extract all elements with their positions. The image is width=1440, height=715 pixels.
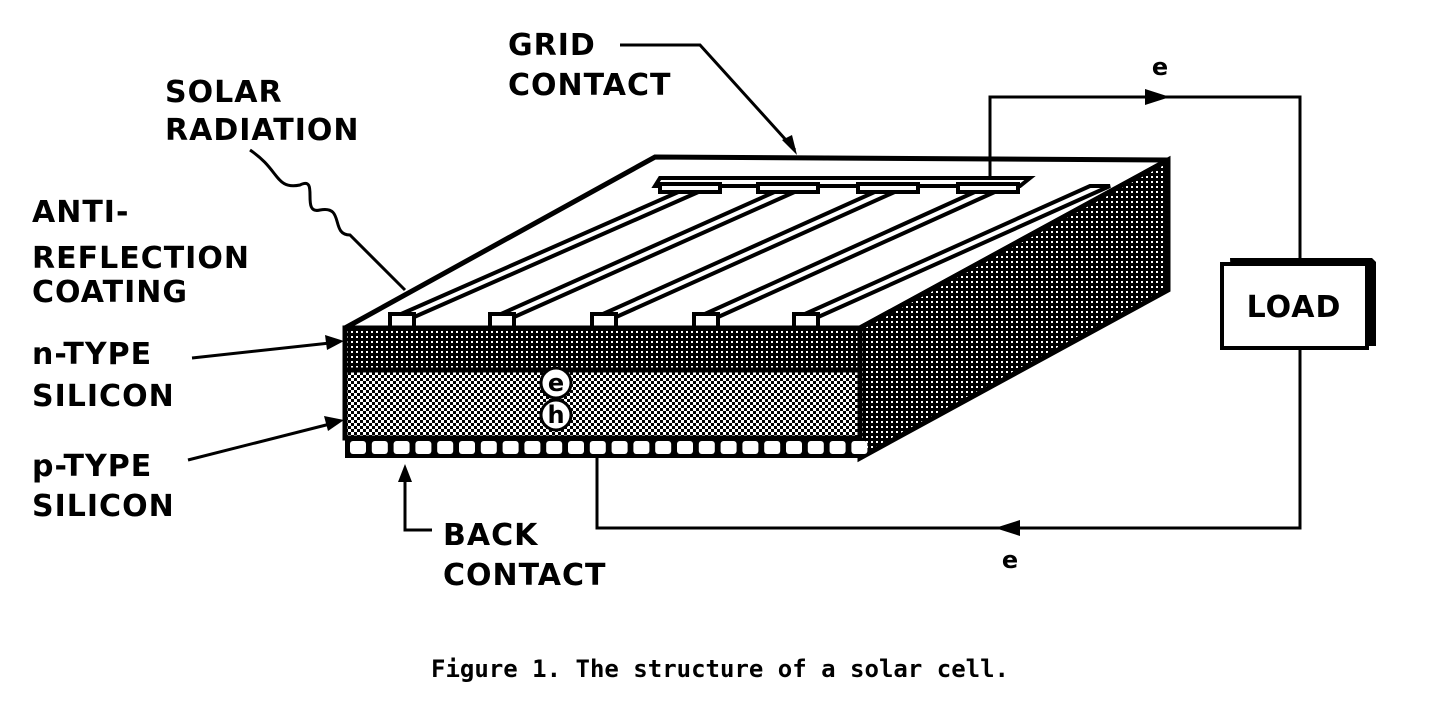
arrow-right-icon (1145, 89, 1170, 105)
anti-label-line2: REFLECTION (32, 241, 250, 276)
back-contact-cell (807, 441, 824, 454)
anti-label-line1: ANTI- (32, 195, 129, 230)
grid-contact-pointer (620, 43, 797, 152)
back-contact-cell (568, 441, 584, 454)
back-contact-cell (764, 441, 781, 454)
back-label-line2: CONTACT (443, 558, 606, 593)
back-contact-cell (786, 441, 802, 454)
back-contact-cell (829, 441, 846, 454)
back-contact-cells (350, 441, 868, 454)
grid-label-line2: CONTACT (508, 68, 671, 103)
back-contact-cell (459, 441, 475, 454)
load-label: LOAD (1247, 290, 1342, 325)
back-contact-cell (371, 441, 388, 454)
back-contact-cell (502, 441, 519, 454)
electron-flow-label-top: e (1152, 53, 1168, 81)
p-type-silicon-layer (342, 367, 863, 441)
grid-contact-fingers (388, 176, 1111, 330)
back-label-line1: BACK (443, 518, 539, 553)
back-contact-cell (698, 441, 715, 454)
back-contact-cell (437, 441, 454, 454)
back-contact-cell (350, 441, 366, 454)
n-type-arrow-icon (325, 335, 344, 350)
solar-label-line2: RADIATION (165, 113, 360, 148)
back-contact-cell (393, 441, 410, 454)
anti-label-line3: COATING (32, 275, 188, 310)
back-contact-cell (480, 441, 497, 454)
n-type-silicon-layer (342, 325, 863, 373)
grid-label-line1: GRID (508, 28, 596, 63)
back-contact-pointer (403, 478, 432, 532)
n-type-label-line1: n-TYPE (32, 337, 152, 372)
circuit-wire-bottom (595, 348, 1302, 530)
p-type-label-line2: SILICON (32, 489, 175, 524)
back-contact-cell (633, 441, 650, 454)
back-contact-cell (720, 441, 737, 454)
solar-radiation-wave (249, 148, 407, 292)
solar-label-line1: SOLAR (165, 75, 283, 110)
back-contact-cell (589, 441, 606, 454)
figure-caption: Figure 1. The structure of a solar cell. (431, 655, 1009, 683)
load-box: LOAD (1220, 258, 1376, 350)
electron-flow-label-bottom: e (1002, 546, 1018, 574)
arrow-left-icon (995, 520, 1020, 536)
electron-symbol: e (548, 369, 564, 397)
back-contact-cell (742, 441, 759, 454)
hole-circle (539, 398, 573, 432)
electron-circle (539, 366, 573, 400)
back-contact-cell (415, 441, 432, 454)
n-type-label-line2: SILICON (32, 379, 175, 414)
back-contact-cell (851, 441, 868, 454)
back-contact-cell (546, 441, 563, 454)
p-type-arrow-icon (324, 416, 344, 431)
p-type-label-line1: p-TYPE (32, 449, 152, 484)
back-contact-cell (611, 441, 628, 454)
back-contact-cell (655, 441, 672, 454)
back-contact-cell (677, 441, 693, 454)
back-contact-cell (524, 441, 541, 454)
hole-symbol: h (547, 401, 564, 429)
